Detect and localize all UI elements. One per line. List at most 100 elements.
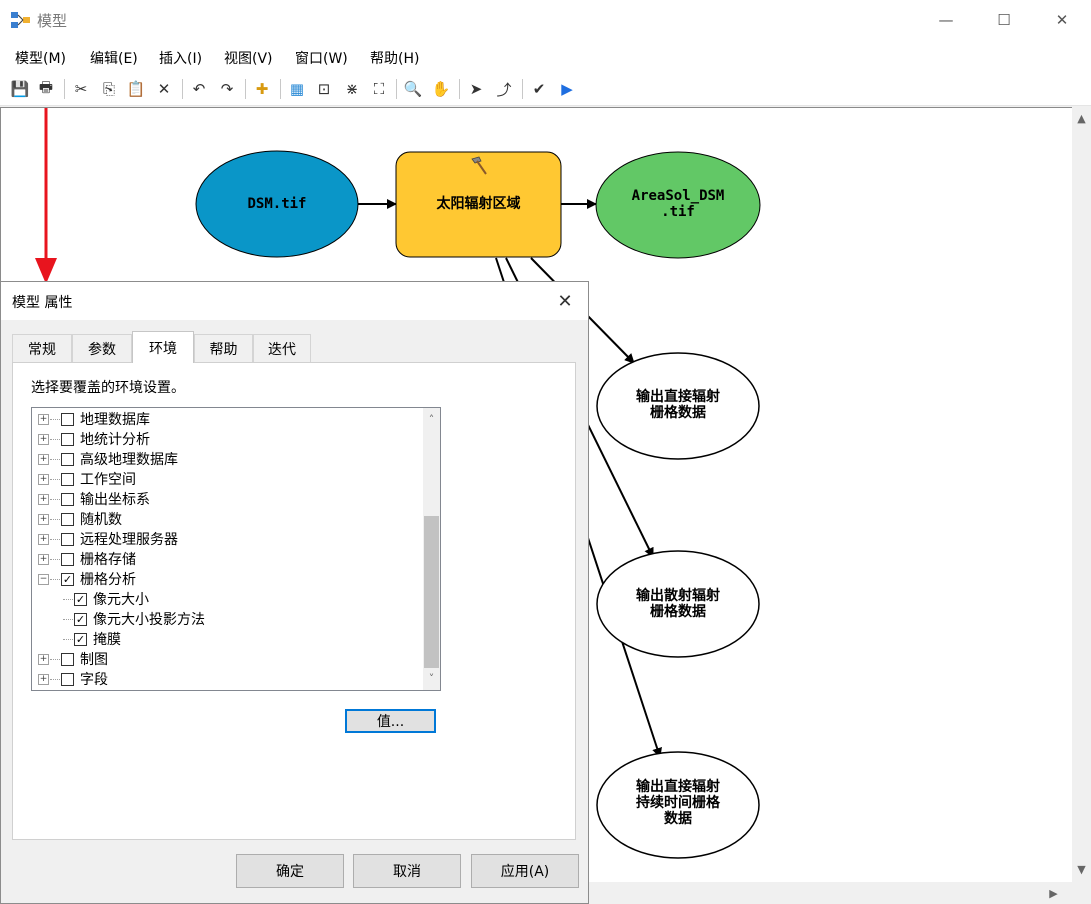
canvas-horizontal-scrollbar[interactable]: ▶ <box>588 882 1072 904</box>
tree-item[interactable]: +栅格存储 <box>38 549 136 569</box>
copy-icon[interactable]: ⎘ <box>102 80 115 98</box>
tree-item[interactable]: ✓像元大小投影方法 <box>62 609 205 629</box>
save-icon[interactable]: 💾 <box>10 80 30 98</box>
tree-checkbox[interactable] <box>61 532 74 546</box>
tree-checkbox[interactable]: ✓ <box>74 632 87 646</box>
direct-node-label[interactable]: 输出直接辐射 栅格数据 <box>636 389 720 421</box>
menu-model[interactable]: 模型(M) <box>15 51 67 67</box>
tree-item[interactable]: + 远程处理服务器 <box>38 529 178 549</box>
pan-icon[interactable]: ✋ <box>431 80 451 98</box>
menu-edit[interactable]: 编辑(E) <box>90 51 138 67</box>
tree-item[interactable]: +工作空间 <box>38 469 136 489</box>
input-node-label[interactable]: DSM.tif <box>247 196 307 212</box>
expand-icon[interactable]: + <box>38 453 49 465</box>
annotation-arrow-head <box>35 258 57 284</box>
collapse-icon[interactable]: − <box>38 573 49 585</box>
output-node-areasol <box>595 151 761 259</box>
add-data-icon[interactable]: ✚ <box>255 80 269 98</box>
tree-checkbox[interactable]: ✓ <box>74 612 87 626</box>
maximize-button[interactable]: ☐ <box>997 11 1011 29</box>
tree-item[interactable]: + 字段 <box>38 669 108 689</box>
run-icon[interactable]: ▶ <box>561 80 573 98</box>
environments-panel: 选择要覆盖的环境设置。 ˄ ˅ +地理数据库+地统计分析+高级地理数据库+工作空… <box>12 362 576 840</box>
tree-checkbox[interactable] <box>61 652 74 666</box>
values-button[interactable]: 值... <box>345 709 436 733</box>
close-button[interactable]: ✕ <box>1055 11 1069 29</box>
duration-node-label[interactable]: 输出直接辐射 持续时间栅格 数据 <box>636 779 720 827</box>
tree-item[interactable]: +地统计分析 <box>38 429 150 449</box>
output-node-label[interactable]: AreaSol_DSM .tif <box>631 188 725 220</box>
scroll-right-icon[interactable]: ▶ <box>1049 887 1058 900</box>
scroll-up-icon[interactable]: ▲ <box>1077 112 1086 125</box>
tree-item[interactable]: +高级地理数据库 <box>38 449 178 469</box>
fixed-zoom-out-icon[interactable]: ⛶ <box>373 80 385 98</box>
tree-checkbox[interactable] <box>61 492 74 506</box>
canvas-vertical-scrollbar[interactable]: ▲ ▼ <box>1072 107 1091 882</box>
tree-checkbox[interactable] <box>61 472 74 486</box>
dialog-close-icon[interactable]: ✕ <box>557 290 573 312</box>
expand-icon[interactable]: + <box>38 653 49 665</box>
tree-checkbox[interactable] <box>61 452 74 466</box>
expand-icon[interactable]: + <box>38 413 49 425</box>
tree-connector <box>50 478 60 480</box>
tree-checkbox[interactable] <box>61 512 74 526</box>
print-icon[interactable]: 🖶 <box>38 77 54 96</box>
scroll-down-icon[interactable]: ▼ <box>1077 863 1086 876</box>
validate-icon[interactable]: ✔ <box>532 80 546 98</box>
expand-icon[interactable]: + <box>38 473 49 485</box>
toolbar-separator <box>182 79 183 99</box>
redo-icon[interactable]: ↷ <box>220 80 234 98</box>
tab-iteration[interactable]: 迭代 <box>253 334 311 362</box>
tree-scrollbar[interactable]: ˄ ˅ <box>423 408 440 690</box>
paste-icon[interactable]: 📋 <box>126 80 146 98</box>
undo-icon[interactable]: ↶ <box>192 80 206 98</box>
expand-icon[interactable]: + <box>38 673 49 685</box>
menu-window[interactable]: 窗口(W) <box>295 51 348 67</box>
diffuse-node-label[interactable]: 输出散射辐射 栅格数据 <box>636 588 720 620</box>
apply-button[interactable]: 应用(A) <box>471 854 579 888</box>
tree-item[interactable]: +随机数 <box>38 509 122 529</box>
minimize-button[interactable]: — <box>938 11 954 29</box>
tab-general[interactable]: 常规 <box>12 334 72 362</box>
tab-help[interactable]: 帮助 <box>194 334 253 362</box>
tree-item[interactable]: +制图 <box>38 649 108 669</box>
expand-icon[interactable]: + <box>38 513 49 525</box>
tab-parameters[interactable]: 参数 <box>72 334 132 362</box>
tree-item[interactable]: ✓掩膜 <box>62 629 121 649</box>
tree-item[interactable]: +输出坐标系 <box>38 489 150 509</box>
fixed-zoom-in-icon[interactable]: ⋇ <box>345 80 359 98</box>
tree-item[interactable]: −✓栅格分析 <box>38 569 136 589</box>
expand-icon[interactable]: + <box>38 533 49 545</box>
delete-icon[interactable]: ✕ <box>157 80 171 98</box>
auto-layout-icon[interactable]: ▦ <box>289 80 305 98</box>
expand-icon[interactable]: + <box>38 493 49 505</box>
tree-item[interactable]: +地理数据库 <box>38 409 150 429</box>
menu-insert[interactable]: 插入(I) <box>159 51 203 67</box>
tree-scroll-down-icon[interactable]: ˅ <box>428 672 435 685</box>
expand-icon[interactable]: + <box>38 433 49 445</box>
tree-item[interactable]: ✓像元大小 <box>62 589 149 609</box>
environment-tree[interactable]: ˄ ˅ +地理数据库+地统计分析+高级地理数据库+工作空间+输出坐标系+随机数+… <box>31 407 441 691</box>
expand-icon[interactable]: + <box>38 553 49 565</box>
tree-checkbox[interactable] <box>61 672 74 686</box>
cancel-button[interactable]: 取消 <box>353 854 461 888</box>
tree-scroll-up-icon[interactable]: ˄ <box>428 413 435 426</box>
add-connection-icon[interactable]: ⤴ <box>496 80 512 99</box>
tool-node-label[interactable]: 太阳辐射区域 <box>436 196 521 212</box>
tree-checkbox[interactable] <box>61 552 74 566</box>
zoom-in-icon[interactable]: 🔍 <box>403 80 423 98</box>
ok-button[interactable]: 确定 <box>236 854 344 888</box>
select-icon[interactable]: ➤ <box>469 80 483 98</box>
tab-environments[interactable]: 环境 <box>132 331 194 363</box>
menu-view[interactable]: 视图(V) <box>224 51 273 67</box>
tree-item-label: 字段 <box>80 672 108 688</box>
tree-checkbox[interactable]: ✓ <box>74 592 87 606</box>
cut-icon[interactable]: ✂ <box>74 80 88 98</box>
menu-help[interactable]: 帮助(H) <box>370 51 420 67</box>
tree-checkbox[interactable] <box>61 412 74 426</box>
tree-item-label: 远程处理服务器 <box>80 532 178 548</box>
full-extent-icon[interactable]: ⊡ <box>317 80 331 98</box>
tree-checkbox[interactable] <box>61 432 74 446</box>
tree-checkbox[interactable]: ✓ <box>61 572 74 586</box>
tree-scroll-thumb[interactable] <box>424 516 439 668</box>
